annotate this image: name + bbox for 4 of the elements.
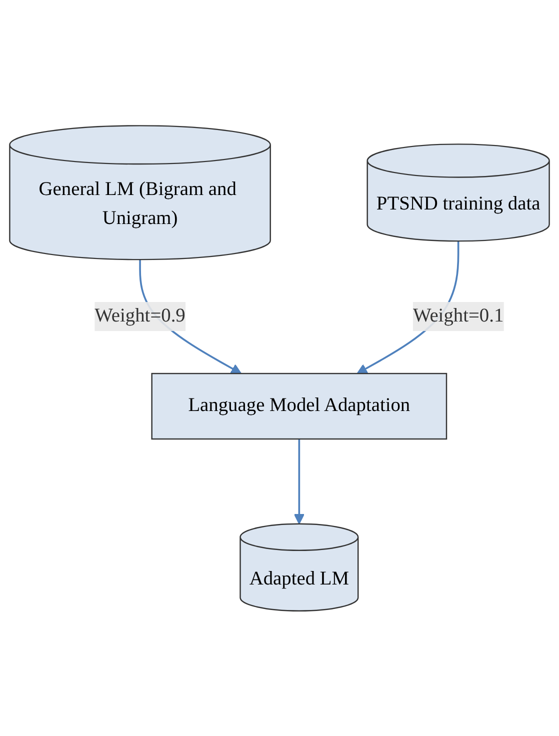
edge-label: Weight=0.9 (94, 305, 186, 326)
arrow (294, 438, 304, 524)
node-box: Language Model Adaptation (151, 372, 448, 440)
edge-label: Weight=0.1 (412, 305, 504, 326)
